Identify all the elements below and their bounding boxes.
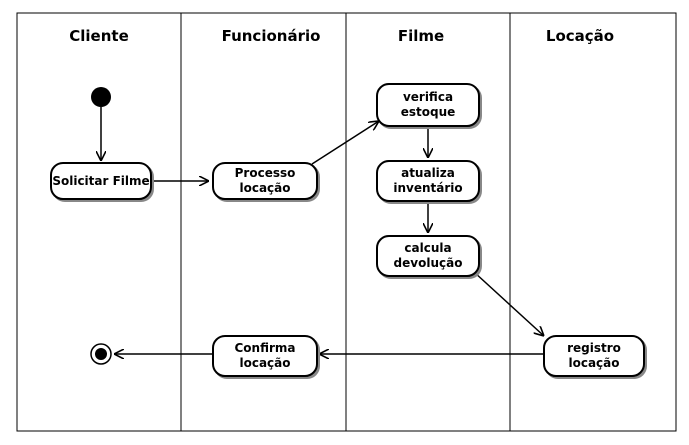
activity-verifica-estoque: verifica estoque [376,83,480,127]
activity-label: registro locação [567,341,621,370]
activity-solicitar-filme: Solicitar Filme [50,162,152,200]
final-node-core [95,348,107,360]
activity-label: Processo locação [234,166,296,195]
activity-label: atualiza inventário [393,166,463,195]
activity-atualiza-inventario: atualiza inventário [376,160,480,202]
activity-label: Confirma locação [234,341,296,370]
activity-label: verifica estoque [400,90,456,119]
activity-calcula-devolucao: calcula devolução [376,235,480,277]
activity-label: calcula devolução [393,241,463,270]
activity-registro-locacao: registro locação [543,335,645,377]
lane-title-locacao: Locação [545,27,615,45]
activity-processo-locacao: Processo locação [212,162,318,200]
lane-title-funcionario: Funcionário [221,27,321,45]
initial-node [91,87,111,107]
lane-title-filme: Filme [397,27,445,45]
activity-label: Solicitar Filme [52,173,150,188]
flow-processo-to-verifica [311,121,379,165]
lane-title-cliente: Cliente [69,27,129,45]
activity-confirma-locacao: Confirma locação [212,335,318,377]
flow-calcula-to-registro [473,271,544,336]
